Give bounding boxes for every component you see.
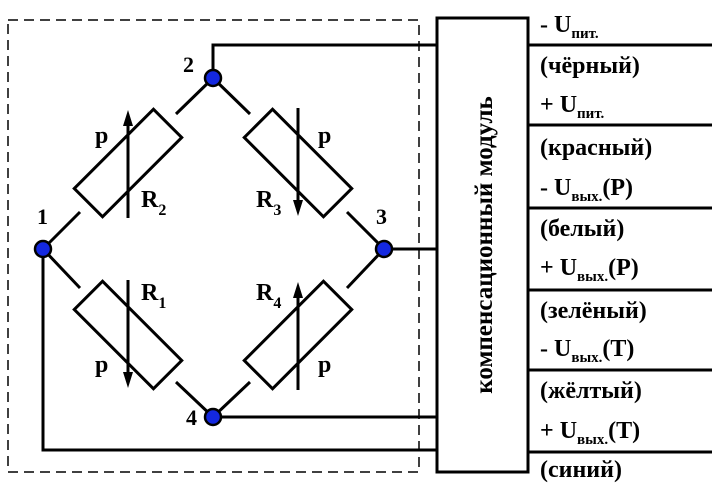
resistor-r2-label: R2 (141, 187, 166, 219)
output-2-color: (красный) (540, 135, 652, 161)
resistor-r1-label: R1 (141, 280, 166, 312)
node-3-label: 3 (376, 204, 387, 229)
node-1-dot (33, 239, 53, 259)
node-2-dot (203, 68, 223, 88)
node-3-dot (374, 239, 394, 259)
node-4-label: 4 (186, 405, 197, 430)
output-3-label: - Uвых.(P) (540, 175, 633, 205)
node-4-dot (203, 407, 223, 427)
node-1-label: 1 (37, 204, 48, 229)
output-6-color: (синий) (540, 457, 622, 483)
resistor-r3-param: p (318, 123, 331, 149)
resistor-r2-param: p (95, 123, 108, 149)
module-connection-wires (41, 43, 437, 452)
resistor-r4-param: p (318, 352, 331, 378)
resistor-r1-param: p (95, 352, 108, 378)
output-1-label: - Uпит. (540, 12, 599, 42)
resistor-r2 (72, 107, 184, 219)
sensor-boundary (7, 19, 420, 473)
output-1-color: (чёрный) (540, 53, 640, 79)
compensation-module-label: компенсационный модуль (471, 96, 498, 393)
resistor-r4-label: R4 (256, 280, 281, 312)
output-5-color: (жёлтый) (540, 378, 642, 404)
compensation-module-box (435, 16, 530, 474)
output-4-label: + Uвых.(P) (540, 255, 639, 285)
output-2-label: + Uпит. (540, 92, 605, 122)
output-wires (528, 43, 712, 454)
output-5-label: - Uвых.(T) (540, 336, 634, 366)
output-3-color: (белый) (540, 216, 624, 242)
output-4-color: (зелёный) (540, 298, 647, 324)
node-2-label: 2 (183, 52, 194, 77)
resistor-r3 (242, 107, 354, 219)
resistor-r1 (72, 279, 184, 391)
resistor-r3-label: R3 (256, 187, 281, 219)
output-6-label: + Uвых.(T) (540, 418, 640, 448)
resistor-r4 (242, 279, 354, 391)
